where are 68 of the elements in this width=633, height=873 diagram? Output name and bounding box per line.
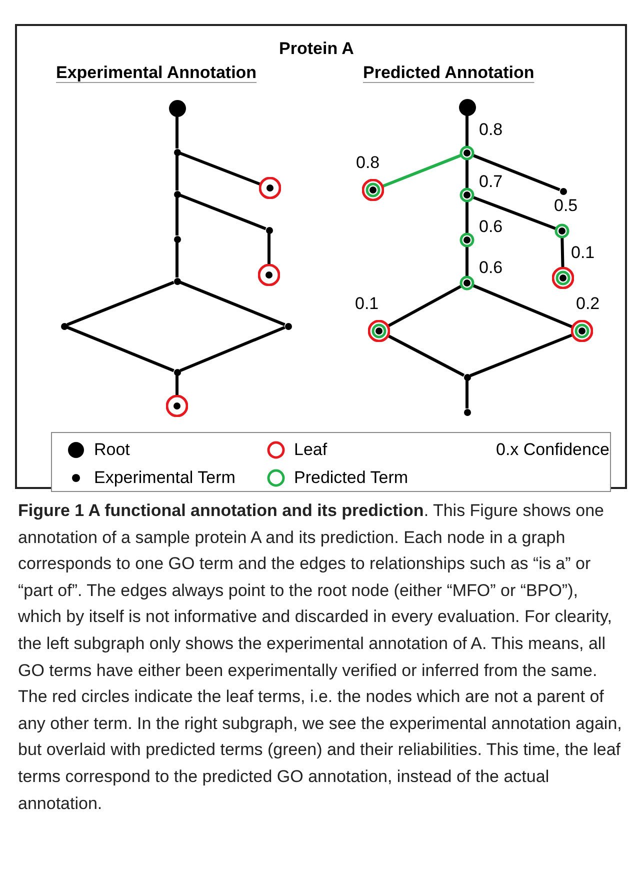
confidence-value: 0.6: [479, 218, 503, 235]
confidence-value: 0.8: [356, 154, 380, 171]
term-node: [172, 190, 182, 198]
confidence-value: 0.6: [479, 259, 503, 276]
leaf-term-node: [258, 264, 280, 286]
legend-label: Root: [94, 439, 130, 462]
legend-label: Experimental Term: [94, 466, 236, 489]
root-node: [458, 98, 476, 116]
graph-edge: [180, 194, 266, 230]
predicted-leaf-node: [362, 179, 384, 201]
confidence-value: 0.1: [571, 244, 595, 261]
predicted-term-node: [459, 145, 475, 161]
graph-edge: [473, 196, 556, 230]
term-node: [172, 368, 182, 376]
term-node: [558, 186, 568, 196]
root-node: [168, 98, 186, 118]
predicted-leaf-node: [571, 320, 593, 342]
graph-edge: [466, 380, 468, 408]
confidence-value: 0.2: [576, 295, 600, 312]
predicted-term-node: [459, 275, 475, 291]
graph-edge: [470, 333, 574, 378]
predicted-term-node: [554, 223, 570, 239]
leaf-term-node: [166, 395, 188, 417]
term-node: [462, 372, 472, 382]
term-node: [264, 226, 274, 234]
graph-edge: [472, 284, 574, 329]
graph-edge: [387, 334, 465, 377]
confidence-value: 0.5: [554, 197, 578, 214]
graph-edge: [466, 160, 468, 188]
graph-edge: [180, 152, 262, 186]
graph-edge: [66, 326, 174, 372]
panel-heading: Predicted Annotation: [363, 62, 534, 84]
predicted-leaf-node: [368, 320, 390, 342]
legend-label: Leaf: [294, 439, 328, 462]
term-node: [172, 276, 182, 286]
graph-edge: [472, 154, 560, 192]
predicted-term-node: [459, 232, 475, 248]
graph-edge: [466, 202, 468, 233]
leaf-term-node: [259, 177, 281, 199]
figure-caption: Figure 1 A functional annotation and its prediction. This Figure shows one annotation of a sample protein A and its prediction. Each node in a graph corresponds to one GO term and the edges to relationships such as “is a” or “part of”. The edges always point to the root node (either “MFO” or “BPO”), which by itself is not informative and discarded in every evaluation. For clearity, the left subgraph only shows the experimental annotation of A. This means, all GO terms have either been experimentally verified or inferred from the same. The red circles indicate the leaf terms, i.e. the nodes which are not a parent of any other term. In the right subgraph, we see the experimental annotation again, but overlaid with predicted terms (green) and their reliabilities. This time, the leaf terms correspond to the predicted GO annotation, instead of the actual annotation.: [18, 500, 623, 815]
graph-edge: [180, 280, 286, 326]
term-node: [60, 322, 68, 330]
graph-edge: [387, 285, 462, 328]
graph-edge: [176, 156, 178, 190]
term-node: [462, 408, 472, 416]
graph-edge: [176, 198, 178, 236]
figure-title: Protein A: [278, 38, 355, 60]
graph-edge: [268, 234, 270, 265]
confidence-value: 0.8: [479, 121, 503, 138]
legend-label: Predicted Term: [294, 466, 408, 489]
graph-edge: [176, 116, 178, 148]
term-node: [172, 234, 182, 244]
graph-edge: [382, 154, 462, 188]
graph-edge: [66, 280, 174, 326]
graph-edge: [176, 242, 178, 278]
graph-edge: [176, 376, 178, 396]
term-node: [172, 148, 182, 156]
graph-edge: [180, 326, 286, 372]
predicted-leaf-node: [552, 267, 574, 289]
graph-edge: [466, 116, 468, 146]
panel-heading: Experimental Annotation: [56, 62, 257, 84]
confidence-value: 0.7: [479, 173, 503, 190]
predicted-term-node: [459, 187, 475, 203]
graph-edge: [560, 238, 564, 268]
graph-edge: [466, 247, 468, 276]
confidence-value: 0.1: [355, 295, 379, 312]
legend-label: 0.x Confidence: [496, 439, 610, 462]
term-node: [284, 322, 292, 330]
